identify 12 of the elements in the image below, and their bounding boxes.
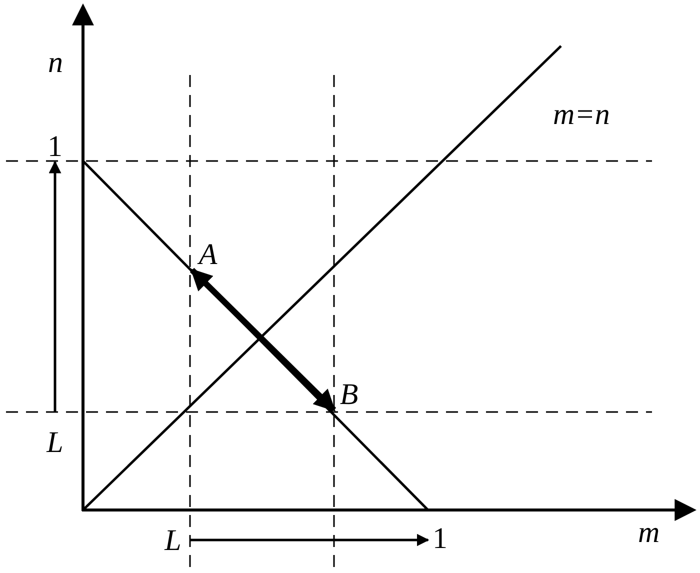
point-label: L (40, 412, 70, 458)
point-label: 1 (428, 520, 452, 554)
point-label: B (334, 370, 364, 410)
axis-label: n (48, 48, 63, 78)
arrow (190, 268, 336, 412)
axis-label: m (638, 518, 660, 548)
point-label: 1 (40, 128, 70, 162)
point-label: A (192, 236, 224, 270)
point-label: L (156, 522, 190, 556)
arrow (48, 160, 62, 412)
arrow (190, 534, 430, 546)
axis-label: m=n (553, 100, 610, 130)
